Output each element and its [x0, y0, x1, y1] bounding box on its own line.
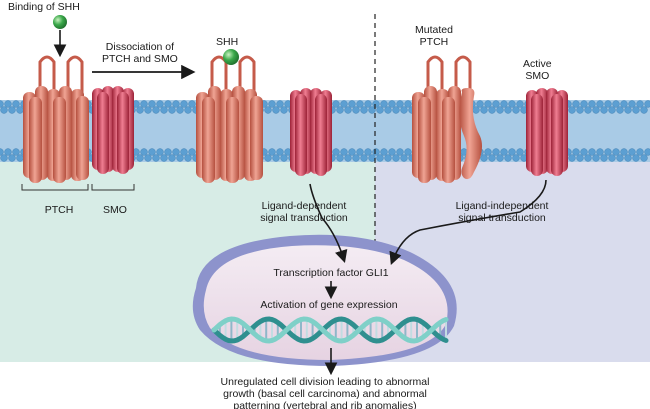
dissociation-label: Dissociation of PTCH and SMO [102, 41, 178, 65]
dna-helix [211, 316, 449, 344]
smo-receptor-1 [92, 86, 134, 174]
ligand-independent-label: Ligand-independent signal transduction [455, 200, 549, 224]
active-smo-receptor [526, 88, 568, 176]
shh-ligand-1 [53, 15, 67, 29]
smo-bracket [91, 184, 135, 191]
binding-of-shh-label: Binding of SHH [8, 1, 80, 13]
ptch-label: PTCH [44, 204, 74, 216]
shh-ligand-2 [223, 49, 239, 65]
ligand-dependent-arrow [309, 183, 348, 264]
outcome-label: Unregulated cell division leading to abn… [220, 376, 430, 409]
mutated-ptch-receptor [412, 55, 482, 183]
transcription-factor-label: Transcription factor GLI1 [273, 267, 389, 279]
ligand-independent-arrow [389, 179, 547, 265]
activation-label: Activation of gene expression [260, 299, 398, 311]
ptch-bracket [21, 184, 89, 191]
smo-label: SMO [103, 204, 127, 216]
ptch-receptor-1 [23, 55, 89, 183]
shh-label: SHH [216, 36, 239, 48]
smo-receptor-2 [290, 88, 332, 176]
active-smo-label: Active SMO [523, 58, 552, 82]
ptch-receptor-2 [196, 55, 263, 183]
ligand-dependent-label: Ligand-dependent signal transduction [260, 200, 348, 224]
mutated-ptch-label: Mutated PTCH [415, 24, 453, 48]
